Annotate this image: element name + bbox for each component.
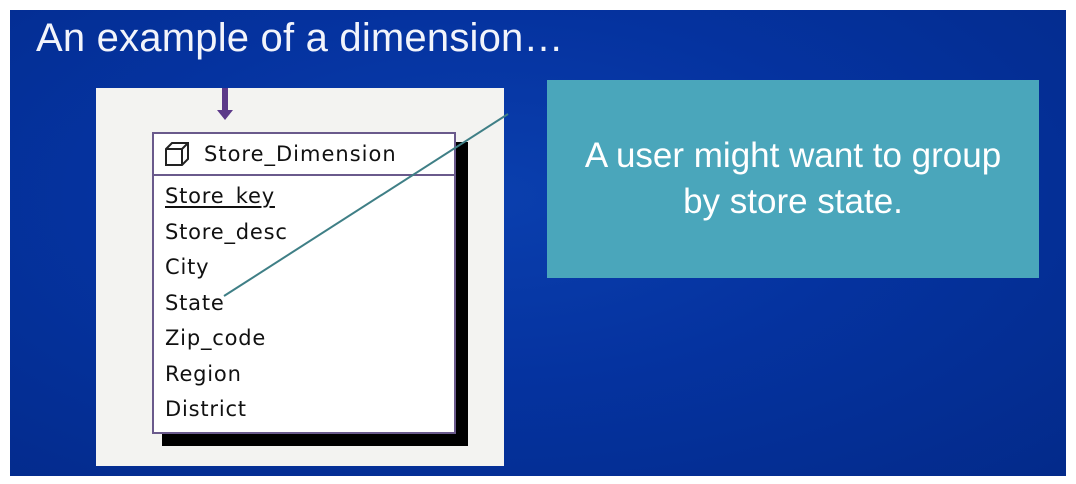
diagram-panel: Store_Dimension Store_key Store_desc Cit… — [96, 88, 504, 466]
attribute-state: State — [165, 290, 225, 315]
attribute-store-key: Store_key — [165, 184, 275, 208]
attribute-city: City — [165, 255, 210, 279]
callout-pointer-line — [223, 113, 509, 297]
slide: An example of a dimension… Store_Dimensi… — [10, 10, 1066, 476]
relationship-connector-tip — [217, 110, 233, 120]
attribute-region: Region — [165, 361, 242, 386]
entity-header: Store_Dimension — [154, 134, 454, 176]
attribute-zip-code: Zip_code — [165, 326, 267, 350]
callout-text: A user might want to group by store stat… — [584, 136, 1002, 221]
attribute-store-desc: Store_desc — [165, 219, 288, 244]
attribute-list: Store_key Store_desc City State Zip_code… — [154, 176, 454, 428]
entity-box: Store_Dimension Store_key Store_desc Cit… — [152, 132, 456, 434]
slide-title: An example of a dimension… — [36, 16, 564, 60]
entity-name: Store_Dimension — [204, 142, 397, 166]
table-icon — [165, 142, 189, 166]
relationship-connector — [222, 88, 228, 112]
callout-box: A user might want to group by store stat… — [547, 80, 1039, 278]
attribute-district: District — [165, 397, 247, 421]
